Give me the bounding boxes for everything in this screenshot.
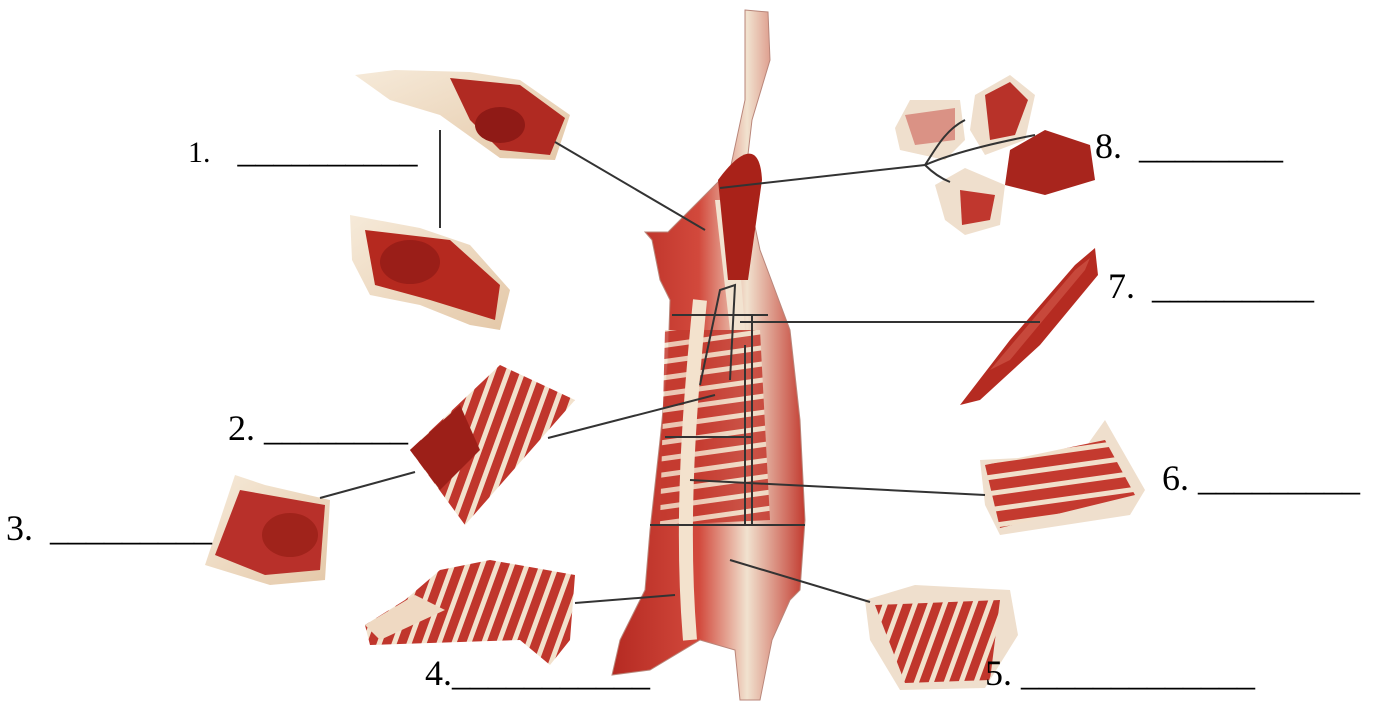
label-6-number: 6. [1162,460,1189,496]
label-1: 1. __________ [188,132,418,168]
label-2-blank: ________ [264,408,408,448]
label-8-blank: ________ [1139,126,1283,166]
label-2: 2. ________ [228,410,408,446]
cut-3-piece [205,475,330,585]
label-4: 4.___________ [425,655,650,691]
label-3: 3. _________ [6,510,212,546]
leader-line-3 [320,472,415,498]
cut-4-piece [365,560,575,665]
cut-6-piece [980,420,1145,535]
label-2-number: 2. [228,410,255,446]
label-7: 7. _________ [1108,268,1314,304]
cut-2-piece [410,365,575,525]
label-6: 6. _________ [1162,460,1360,496]
label-7-number: 7. [1108,268,1135,304]
cut-7-piece [960,248,1098,405]
label-1-number: 1. [188,138,211,168]
label-5: 5. _____________ [985,655,1255,691]
label-7-blank: _________ [1152,266,1314,306]
label-1-blank: __________ [238,130,418,170]
label-6-blank: _________ [1198,458,1360,498]
beef-carcass [612,10,805,700]
label-3-blank: _________ [50,508,212,548]
label-5-number: 5. [985,655,1012,691]
label-4-number: 4. [425,655,452,691]
label-5-blank: _____________ [1021,653,1255,693]
label-4-blank: ___________ [452,653,650,693]
label-8-number: 8. [1095,128,1122,164]
label-8: 8. ________ [1095,128,1283,164]
cut-8-pieces [895,75,1095,235]
cut-1-pieces [350,70,570,330]
leader-line-1 [555,142,705,230]
carcass-rib-section [660,330,770,525]
label-3-number: 3. [6,510,33,546]
